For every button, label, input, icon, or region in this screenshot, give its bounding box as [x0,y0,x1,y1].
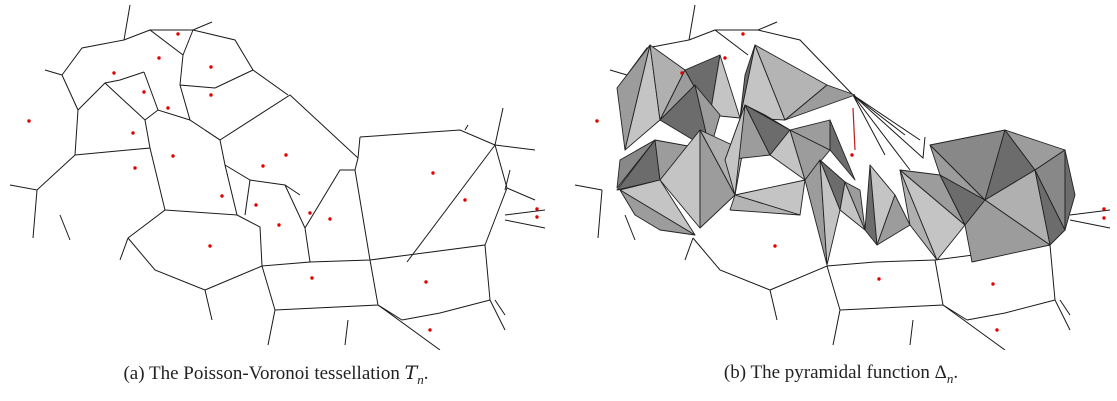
pyramids [616,44,1076,266]
panel-voronoi-tessellation: (a) The Poisson-Voronoi tessellation Tn. [0,0,552,401]
pyramid-diagram [574,4,1111,350]
delta-symbol: Δ [934,362,947,383]
pyramid-seeds [595,32,1106,332]
tessellation-symbol: T [404,362,418,384]
caption-panel-a: (a) The Poisson-Voronoi tessellation Tn. [123,362,429,387]
voronoi-diagram [9,4,546,350]
red-marker-line [852,107,856,151]
caption-panel-b: (b) The pyramidal function Δn. [723,362,959,386]
voronoi-edges [9,4,546,350]
voronoi-seeds [27,32,539,332]
pyramid-base-edges [574,4,1111,350]
panel-pyramidal-function: (b) The pyramidal function Δn. [565,0,1117,401]
